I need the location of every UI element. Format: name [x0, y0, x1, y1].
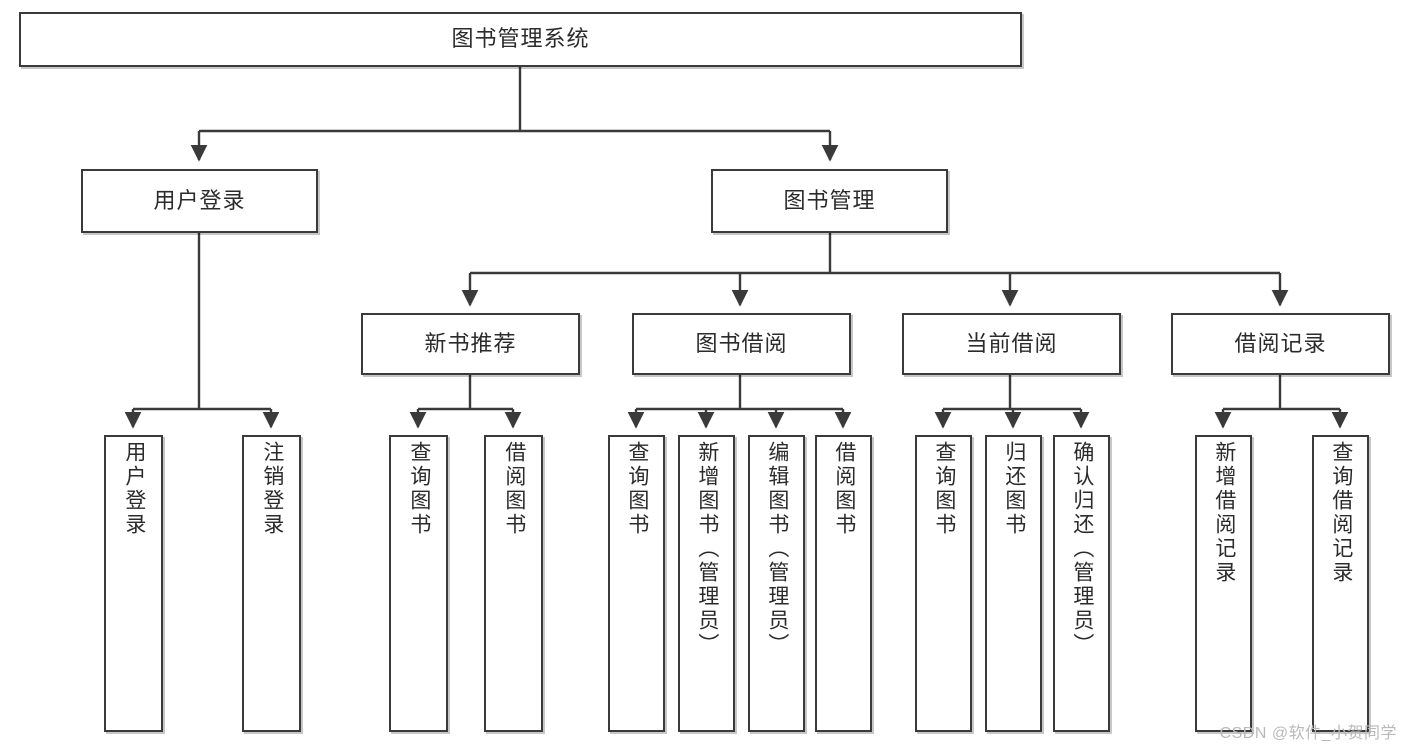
leaf-current-borrow-0-label: 查询图书 [932, 441, 956, 537]
node-user-login[interactable]: 用户登录 [81, 169, 318, 233]
leaf-borrow-record-1[interactable]: 查询借阅记录 [1312, 435, 1369, 732]
node-new-book-recommend-label: 新书推荐 [424, 330, 517, 356]
node-user-login-label: 用户登录 [153, 187, 246, 213]
leaf-user-login-0[interactable]: 用户登录 [104, 435, 163, 732]
node-book-management-label: 图书管理 [783, 187, 876, 213]
node-root-label: 图书管理系统 [451, 26, 590, 52]
node-new-book-recommend[interactable]: 新书推荐 [361, 313, 580, 375]
leaf-borrow-record-0[interactable]: 新增借阅记录 [1195, 435, 1252, 732]
leaf-current-borrow-0[interactable]: 查询图书 [915, 435, 972, 732]
leaf-book-borrow-0-label: 查询图书 [625, 441, 649, 537]
leaf-book-borrow-3-label: 借阅图书 [832, 441, 856, 537]
node-current-borrow-label: 当前借阅 [965, 330, 1058, 356]
leaf-book-borrow-1-label: 新增图书（管理员） [695, 441, 719, 657]
leaf-current-borrow-2[interactable]: 确认归还（管理员） [1053, 435, 1110, 732]
node-book-management[interactable]: 图书管理 [711, 169, 948, 233]
node-root[interactable]: 图书管理系统 [19, 12, 1022, 67]
leaf-user-login-1[interactable]: 注销登录 [242, 435, 301, 732]
node-borrow-record[interactable]: 借阅记录 [1171, 313, 1390, 375]
leaf-user-login-1-label: 注销登录 [260, 441, 284, 537]
leaf-new-book-recommend-0-label: 查询图书 [407, 441, 431, 537]
leaf-new-book-recommend-1[interactable]: 借阅图书 [484, 435, 543, 732]
leaf-current-borrow-1[interactable]: 归还图书 [985, 435, 1042, 732]
leaf-user-login-0-label: 用户登录 [122, 441, 146, 537]
leaf-current-borrow-2-label: 确认归还（管理员） [1070, 441, 1094, 657]
node-borrow-record-label: 借阅记录 [1234, 330, 1327, 356]
leaf-current-borrow-1-label: 归还图书 [1002, 441, 1026, 537]
node-book-borrow[interactable]: 图书借阅 [632, 313, 851, 375]
leaf-book-borrow-2-label: 编辑图书（管理员） [765, 441, 789, 657]
leaf-new-book-recommend-1-label: 借阅图书 [502, 441, 526, 537]
node-book-borrow-label: 图书借阅 [695, 330, 788, 356]
node-current-borrow[interactable]: 当前借阅 [902, 313, 1121, 375]
leaf-new-book-recommend-0[interactable]: 查询图书 [389, 435, 448, 732]
leaf-book-borrow-2[interactable]: 编辑图书（管理员） [748, 435, 805, 732]
leaf-book-borrow-0[interactable]: 查询图书 [608, 435, 665, 732]
leaf-book-borrow-1[interactable]: 新增图书（管理员） [678, 435, 735, 732]
leaf-borrow-record-1-label: 查询借阅记录 [1329, 441, 1353, 585]
leaf-book-borrow-3[interactable]: 借阅图书 [815, 435, 872, 732]
watermark: CSDN @软件_小贺同学 [1219, 725, 1397, 742]
leaf-borrow-record-0-label: 新增借阅记录 [1212, 441, 1236, 585]
